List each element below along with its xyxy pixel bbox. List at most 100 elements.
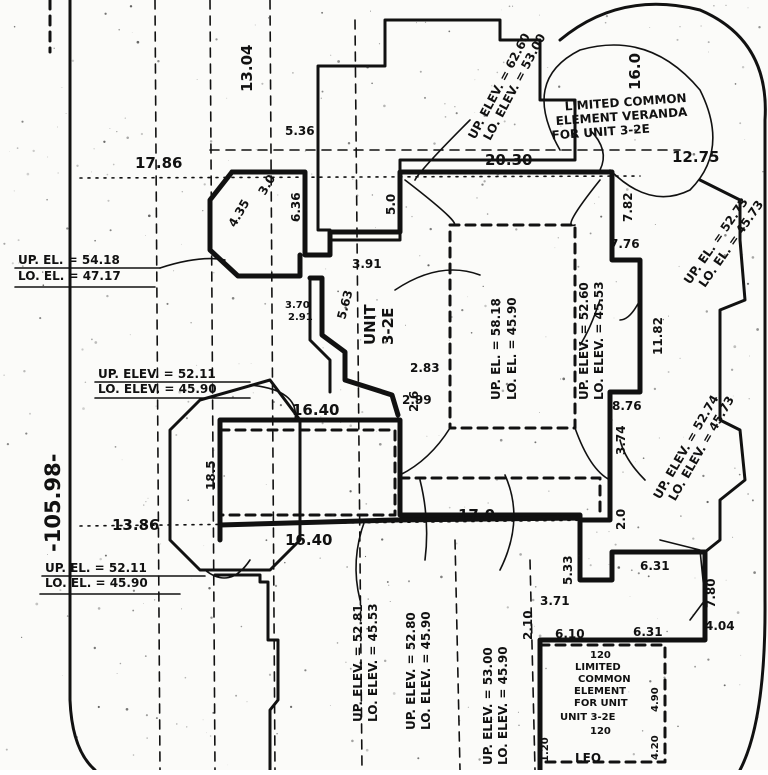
dim-6-31-mid: 6.31 [640, 559, 670, 573]
svg-text:LO. EL. = 45.90: LO. EL. = 45.90 [45, 576, 148, 590]
leader-e6 [579, 299, 601, 346]
svg-text:3-2E: 3-2E [379, 308, 397, 345]
svg-text:FOR UNIT 3-2E: FOR UNIT 3-2E [551, 122, 650, 143]
dim-6-36: 6.36 [289, 192, 303, 222]
bay-outline [168, 378, 302, 572]
dim-3-91: 3.91 [352, 257, 382, 271]
elev-label-5: UP. EL. = 58.18 LO. EL. = 45.90 [489, 297, 519, 400]
svg-text:LO. ELEV. = 45.53: LO. ELEV. = 45.53 [592, 281, 606, 400]
elev-label-9: UP. ELEV. = 52.81 LO. ELEV. = 45.53 [351, 603, 380, 722]
dim-17-86: 17.86 [135, 154, 182, 172]
elev-label-1: UP. EL. = 54.18 LO. EL. = 47.17 [14, 253, 161, 288]
dim-2-91: 2.91 [288, 312, 313, 323]
grid-line-e [454, 539, 461, 771]
svg-text:UP. ELEV. = 52.60: UP. ELEV. = 52.60 [577, 282, 591, 400]
dim-3-70: 3.70 [285, 300, 310, 311]
grid-line-f [529, 559, 536, 771]
dim-3-0: 3.0 [255, 172, 278, 197]
svg-text:UNIT 3-2E: UNIT 3-2E [560, 712, 616, 723]
lower-left-step-edge [213, 573, 280, 772]
dim-12-75: 12.75 [672, 148, 719, 166]
svg-text:LIMITED: LIMITED [575, 662, 621, 673]
svg-text:LO. ELEV. = 45.90: LO. ELEV. = 45.90 [98, 382, 217, 396]
leader-e9 [355, 519, 366, 601]
elev-label-3: UP. EL. = 52.11 LO. EL. = 45.90 [39, 561, 206, 595]
left-boundary-line [68, 0, 97, 772]
svg-text:LO. ELEV. = 45.53: LO. ELEV. = 45.53 [366, 603, 380, 722]
unit-outline-main [217, 169, 643, 543]
dim-18-5: 18.5 [204, 460, 218, 490]
dim-13-04: 13.04 [238, 45, 256, 92]
leader-e8 [619, 439, 646, 481]
dim-8-76: 8.76 [612, 399, 642, 413]
dim-5-36-top: 5.36 [285, 124, 315, 138]
grid-line-b [209, 0, 216, 771]
svg-text:UNIT: UNIT [361, 304, 379, 345]
dim-5-33: 5.33 [561, 555, 575, 585]
dim-16-40-bottom: 16.40 [285, 531, 332, 549]
dim-4-04: 4.04 [705, 619, 735, 633]
elev-label-4: UP. ELEV. = 62.60 LO. ELEV. = 53.00 [465, 31, 548, 143]
dim-2-6: 2.6 [407, 391, 421, 412]
dim-20-30: 20.30 [485, 151, 532, 169]
leader-e4 [414, 119, 471, 181]
svg-text:COMMON: COMMON [578, 674, 631, 685]
lower-unit-outline [217, 515, 708, 773]
leader-e11 [499, 474, 515, 571]
dim-11-82: 11.82 [651, 317, 665, 355]
dim-16-40-top: 16.40 [292, 401, 339, 419]
lce-box [538, 643, 667, 764]
svg-text:UP. EL. = 52.11: UP. EL. = 52.11 [45, 561, 147, 575]
svg-text:UP. EL. = 58.18: UP. EL. = 58.18 [489, 298, 503, 400]
unit-outline-northwest [207, 169, 303, 279]
dim-line-17-86 [79, 175, 641, 179]
leader-e1 [159, 257, 226, 269]
svg-text:120: 120 [590, 650, 611, 661]
grid-line-d [354, 19, 363, 771]
elev-label-6: UP. ELEV. = 52.60 LO. ELEV. = 45.53 [577, 281, 606, 400]
right-boundary-line [558, 2, 767, 772]
leader-veranda [589, 129, 605, 171]
leader-e5 [394, 269, 481, 291]
dim-4-35: 4.35 [225, 197, 252, 230]
svg-text:LEO: LEO [575, 751, 601, 765]
unit-outline-stair [307, 275, 401, 418]
svg-text:UP. ELEV. = 52.80: UP. ELEV. = 52.80 [404, 612, 418, 730]
svg-text:LO. EL. = 47.17: LO. EL. = 47.17 [18, 269, 121, 283]
svg-text:UP. ELEV. = 53.00: UP. ELEV. = 53.00 [481, 647, 495, 765]
unit-label: UNIT 3-2E [361, 304, 397, 345]
dim-7-80: 7.80 [704, 578, 718, 608]
dim-4-20: 4.20 [650, 735, 661, 760]
elev-label-2: UP. ELEV. = 52.11 LO. ELEV. = 45.90 [94, 367, 251, 399]
lower-room-dashed [218, 428, 397, 517]
svg-text:LO. ELEV. = 45.90: LO. ELEV. = 45.90 [496, 646, 510, 765]
scan-noise [3, 4, 764, 766]
unit-inner-wall [308, 276, 332, 394]
dim-3-74: 3.74 [614, 425, 628, 455]
svg-text:LO. EL. = 45.90: LO. EL. = 45.90 [505, 297, 519, 400]
svg-text:UP. ELEV. = 52.81: UP. ELEV. = 52.81 [351, 604, 365, 722]
leader-e10 [419, 479, 428, 561]
svg-text:ELEMENT: ELEMENT [574, 686, 626, 697]
svg-text:FOR UNIT: FOR UNIT [574, 698, 628, 709]
dim-2-0: 2.0 [614, 509, 628, 530]
svg-text:UP. ELEV. = 52.11: UP. ELEV. = 52.11 [98, 367, 216, 381]
dim-2-83: 2.83 [410, 361, 440, 375]
open-to-below-diagonals [399, 179, 611, 481]
elev-label-10: UP. ELEV. = 52.80 LO. ELEV. = 45.90 [404, 611, 433, 730]
veranda-lce-outline [543, 44, 714, 198]
leader-e2 [249, 384, 297, 421]
dim-7-82: 7.82 [621, 192, 635, 222]
dim-13-86: 13.86 [112, 516, 159, 534]
svg-text:LO. ELEV. = 45.90: LO. ELEV. = 45.90 [419, 611, 433, 730]
dim-2-99: 2.99 [402, 393, 432, 407]
dim-16-0: 16.0 [626, 53, 644, 90]
dim-1-20: 1.20 [540, 737, 551, 762]
dim-17-0: 17.0 [458, 506, 495, 524]
dim-2-10: 2.10 [521, 610, 535, 640]
dim-3-71: 3.71 [540, 594, 570, 608]
grid-line-a [154, 0, 161, 771]
dim-6-10: 6.10 [555, 627, 585, 641]
lower-hall-dashed [398, 476, 602, 517]
